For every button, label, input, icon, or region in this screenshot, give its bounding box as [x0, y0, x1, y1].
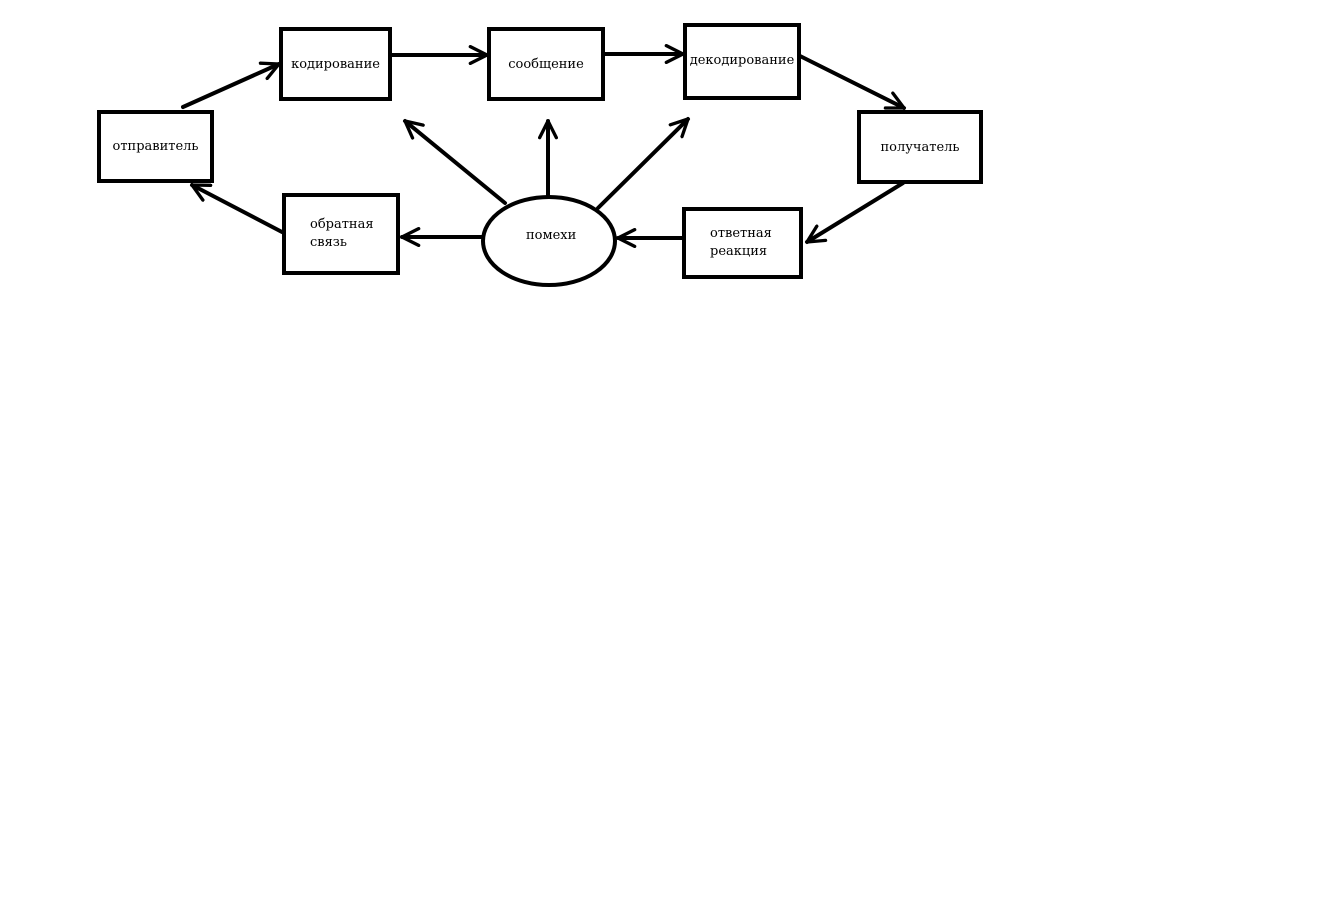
- node-encoding-label: кодирование: [291, 56, 380, 72]
- arrow-noise-to-decoding: [596, 117, 690, 210]
- node-response: ответная реакция: [682, 207, 803, 279]
- node-receiver: получатель: [857, 110, 983, 184]
- node-noise-label: помехи: [526, 228, 577, 243]
- arrow-decoding-to-receiver: [798, 54, 906, 110]
- node-sender: отправитель: [97, 110, 214, 183]
- node-decoding: декодирование: [683, 23, 801, 100]
- arrow-noise-to-encoding: [403, 119, 507, 205]
- node-receiver-label: получатель: [880, 139, 960, 155]
- arrow-sender-to-encoding: [181, 61, 281, 109]
- noise-ellipse: [481, 195, 617, 287]
- node-message: сообщение: [487, 27, 605, 101]
- arrow-feedback-to-sender: [190, 183, 284, 234]
- node-response-label: ответная реакция: [710, 226, 772, 259]
- node-decoding-label: декодирование: [689, 53, 795, 68]
- node-feedback: обратная связь: [282, 193, 400, 275]
- node-sender-label: отправитель: [112, 139, 199, 154]
- node-message-label: сообщение: [508, 56, 584, 72]
- arrow-receiver-to-response: [805, 181, 905, 244]
- node-feedback-label: обратная связь: [310, 217, 374, 250]
- node-encoding: кодирование: [279, 27, 392, 101]
